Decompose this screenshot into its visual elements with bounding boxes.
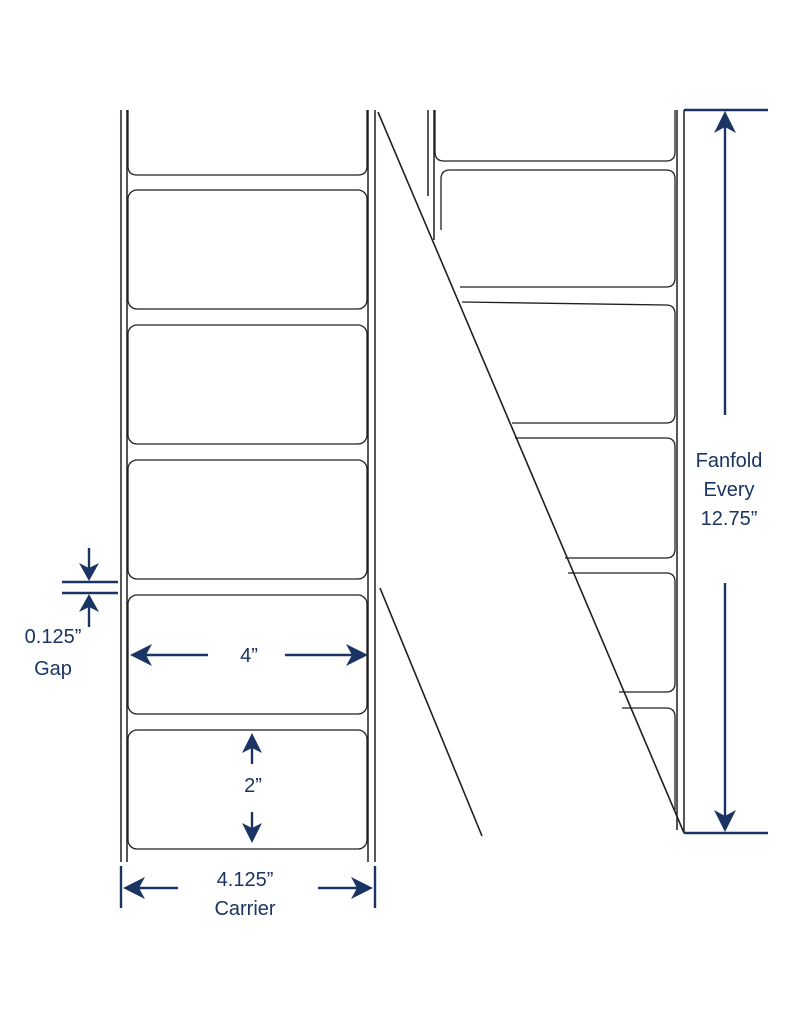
fanfold-label-line2: Every [703, 479, 754, 501]
width-arrowhead-left [130, 644, 152, 666]
fold-label-3 [461, 301, 676, 424]
height-arrowhead-up [242, 733, 262, 753]
label-4 [127, 459, 368, 580]
gap-arrowhead-down [79, 563, 99, 581]
fold-label-partial-top [434, 110, 676, 162]
fold-label-2 [440, 169, 676, 288]
gap-arrowhead-up [79, 594, 99, 612]
label-6 [127, 729, 368, 850]
fold-diagonal-edge [377, 111, 685, 834]
fold-label-5 [568, 572, 676, 693]
fanfold-strip [377, 110, 685, 837]
fold-label-partial-bottom [622, 707, 676, 810]
gap-label-word: Gap [34, 658, 72, 680]
fanfold-label-line1: Fanfold [696, 450, 763, 472]
label-column [127, 110, 368, 850]
fanfold-arrowhead-up [714, 111, 736, 133]
fanfold-label-line3: 12.75” [701, 508, 758, 530]
label-partial-top [127, 110, 368, 176]
label-height-text: 2” [244, 775, 262, 797]
label-height-dimension: 2” [242, 733, 262, 843]
fold-label-4 [515, 437, 676, 559]
fanfold-dimension: Fanfold Every 12.75” [684, 108, 768, 835]
gap-dimension: 0.125” Gap [25, 548, 118, 680]
label-3 [127, 324, 368, 445]
height-arrowhead-down [242, 823, 262, 843]
label-width-text: 4” [240, 645, 258, 667]
carrier-arrowhead-right [351, 877, 373, 899]
width-arrowhead-right [346, 644, 368, 666]
carrier-label-word: Carrier [214, 898, 275, 920]
gap-label-value: 0.125” [25, 626, 82, 648]
label-2 [127, 189, 368, 310]
carrier-strip [120, 110, 376, 862]
fold-diagonal-lower-edge [379, 587, 483, 837]
carrier-arrowhead-left [123, 877, 145, 899]
carrier-width-dimension: 4.125” Carrier [119, 866, 377, 920]
carrier-label-value: 4.125” [217, 869, 274, 891]
fanfold-arrowhead-down [714, 810, 736, 832]
label-width-dimension: 4” [130, 644, 368, 667]
